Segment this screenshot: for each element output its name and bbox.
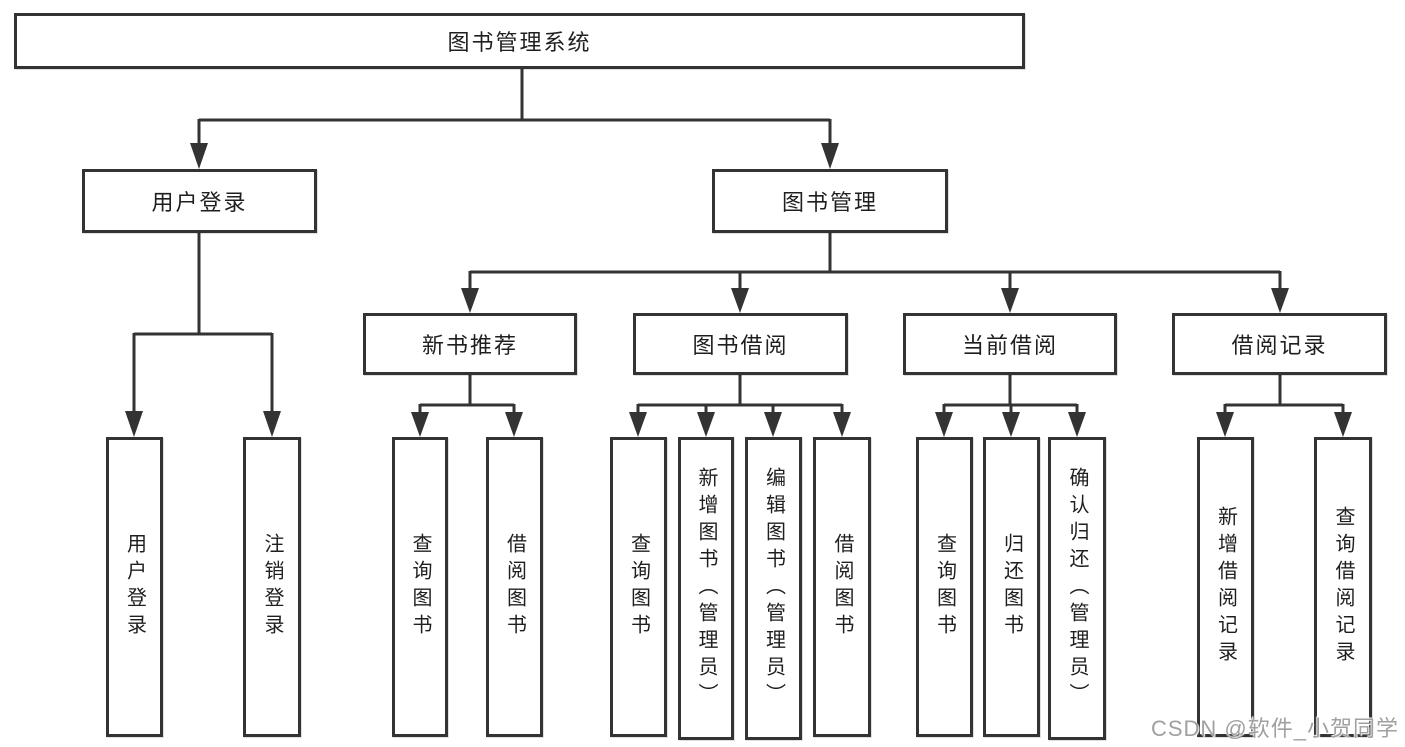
leaf-query-books-recommend: 查询图书: [392, 437, 448, 737]
arrowheads-level3: [461, 288, 1289, 313]
node-root-system: 图书管理系统: [14, 13, 1025, 69]
leaf-borrow-books: 借阅图书: [813, 437, 871, 737]
node-new-book-recommendation: 新书推荐: [363, 313, 577, 375]
arrowheads-borrowing-records-group: [1216, 412, 1352, 437]
csdn-watermark: CSDN @软件_小贺同学: [1150, 716, 1399, 741]
node-user-login: 用户登录: [82, 169, 317, 233]
leaf-logout: 注销登录: [243, 437, 301, 737]
node-book-borrowing: 图书借阅: [633, 313, 848, 375]
connector-user-login-group: [132, 233, 274, 413]
arrowheads-user-login-group: [125, 411, 281, 437]
leaf-query-borrow-record: 查询借阅记录: [1314, 437, 1372, 737]
connector-mgmt-to-level3: [468, 233, 1282, 290]
leaf-add-book-admin: 新增图书（管理员）: [678, 437, 734, 740]
leaf-return-book: 归还图书: [983, 437, 1040, 737]
arrowheads-book-borrowing-group: [629, 412, 851, 437]
arrowheads-level2: [190, 143, 839, 169]
arrowheads-current-borrowing-group: [935, 412, 1086, 437]
leaf-edit-book-admin: 编辑图书（管理员）: [745, 437, 802, 740]
connector-borrowing-records-group: [1223, 375, 1345, 414]
connector-new-books-group: [418, 375, 516, 414]
leaf-user-login: 用户登录: [106, 437, 163, 737]
connector-current-borrowing-group: [942, 375, 1079, 414]
arrowheads-new-books-group: [411, 412, 523, 437]
connector-book-borrowing-group: [636, 375, 844, 414]
leaf-query-books-current: 查询图书: [916, 437, 973, 737]
node-borrowing-records: 借阅记录: [1172, 313, 1387, 375]
node-current-borrowing: 当前借阅: [903, 313, 1117, 375]
leaf-add-borrow-record: 新增借阅记录: [1197, 437, 1254, 737]
leaf-query-books-borrowing: 查询图书: [610, 437, 667, 737]
node-book-management: 图书管理: [712, 169, 948, 233]
leaf-confirm-return-admin: 确认归还（管理员）: [1048, 437, 1106, 740]
connector-root-to-level2: [197, 69, 832, 146]
leaf-borrow-books-recommend: 借阅图书: [486, 437, 543, 737]
